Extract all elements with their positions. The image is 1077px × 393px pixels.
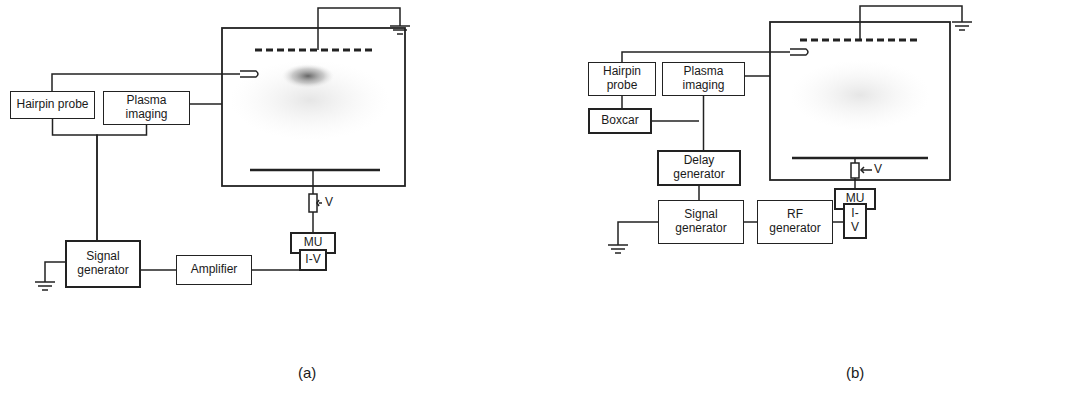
probe-box: Hairpin probe xyxy=(10,91,95,119)
box-text: I-V xyxy=(305,253,320,267)
wire-connector xyxy=(652,121,699,122)
voltage-label: V xyxy=(874,162,882,176)
signal-generator-box: Signal generator xyxy=(65,240,141,288)
box-text: Delay generator xyxy=(662,154,736,182)
box-text: Signal generator xyxy=(70,250,136,278)
imaging-box: Plasma imaging xyxy=(103,91,190,125)
panel-label: (b) xyxy=(846,364,864,381)
wire-connector xyxy=(97,125,147,240)
wire-connector xyxy=(744,222,757,223)
voltage-label: V xyxy=(325,195,333,209)
wire-connector xyxy=(141,270,176,271)
boxcar-box: Boxcar xyxy=(588,108,652,134)
panel-label: (a) xyxy=(298,364,316,381)
box-text: MU xyxy=(304,236,323,250)
imaging-box: Plasma imaging xyxy=(662,62,745,96)
probe-box: Hairpin probe xyxy=(588,62,656,96)
box-text: Boxcar xyxy=(601,114,638,128)
wire-connector xyxy=(53,119,98,240)
box-text: Hairpin probe xyxy=(16,98,88,112)
delay-generator-box: Delay generator xyxy=(657,150,741,186)
box-text: RF generator xyxy=(761,208,829,236)
iv-box: I-V xyxy=(843,203,867,239)
box-text: Hairpin probe xyxy=(592,65,652,93)
iv-box: I-V xyxy=(299,249,327,271)
box-text: Plasma imaging xyxy=(666,65,741,93)
wire-connector xyxy=(699,186,700,200)
box-text: Amplifier xyxy=(191,263,238,277)
wire-connector xyxy=(622,96,623,108)
box-text: Plasma imaging xyxy=(107,94,186,122)
rf-generator-box: RF generator xyxy=(757,200,833,244)
box-text: Signal generator xyxy=(662,208,740,236)
box-text: I-V xyxy=(848,207,862,235)
signal-generator-box: Signal generator xyxy=(658,200,744,244)
amplifier-box: Amplifier xyxy=(176,255,252,285)
wire-connector xyxy=(703,96,704,150)
